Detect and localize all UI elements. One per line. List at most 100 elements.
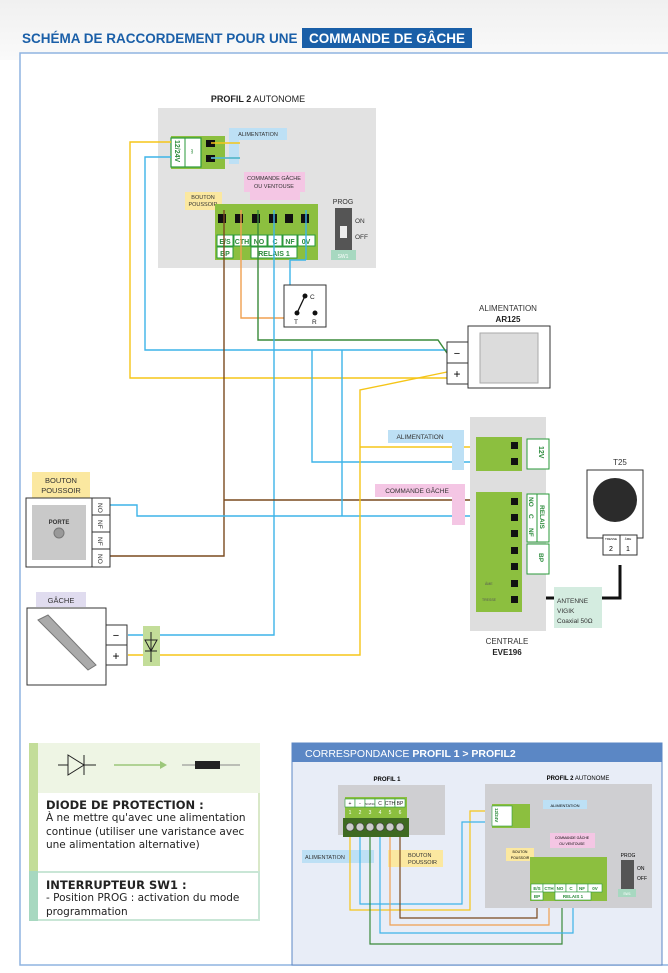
page-title: SCHÉMA DE RACCORDEMENT POUR UNE COMMANDE…: [22, 28, 472, 48]
svg-text:E/S: E/S: [533, 886, 540, 891]
svg-text:BOUTON: BOUTON: [408, 853, 431, 859]
svg-text:BP: BP: [534, 894, 540, 899]
svg-text:ALIMENTATION: ALIMENTATION: [551, 803, 580, 808]
svg-text:OFF: OFF: [355, 234, 368, 241]
svg-text:SW1: SW1: [623, 892, 631, 896]
svg-text:5: 5: [389, 810, 392, 816]
svg-text:BOUTON: BOUTON: [191, 195, 214, 201]
svg-text:BP: BP: [220, 251, 230, 258]
diode-icon: [144, 632, 158, 662]
svg-text:T: T: [294, 319, 298, 326]
svg-text:R: R: [312, 319, 317, 326]
svg-text:1: 1: [626, 546, 630, 553]
svg-text:⎓: ⎓: [188, 149, 194, 154]
svg-text:NO: NO: [254, 239, 265, 246]
svg-text:2: 2: [359, 810, 362, 816]
wires: [110, 141, 622, 656]
svg-text:C: C: [569, 886, 573, 891]
diode-note: DIODE DE PROTECTION : À ne mettre qu'ave…: [38, 793, 260, 875]
svg-text:VIGIK: VIGIK: [557, 608, 575, 615]
svg-text:ON: ON: [637, 866, 645, 872]
svg-text:12/24V: 12/24V: [173, 140, 180, 163]
svg-text:COMMANDE GÂCHE: COMMANDE GÂCHE: [385, 486, 449, 495]
svg-text:PROFIL 1: PROFIL 1: [374, 777, 402, 783]
diode-component-icon: [195, 761, 220, 769]
svg-text:CTH: CTH: [385, 801, 396, 807]
sw1-note-text: - Position PROG : activation du mode pro…: [46, 892, 240, 918]
svg-text:TRESSE: TRESSE: [605, 537, 617, 541]
correspondance-panel: CORRESPONDANCE PROFIL 1 > PROFIL2 PROFIL…: [291, 742, 663, 966]
svg-text:C: C: [527, 514, 534, 519]
svg-text:NO: NO: [527, 497, 534, 507]
svg-text:ALIMENTATION: ALIMENTATION: [305, 855, 345, 861]
svg-text:POUSSOIR: POUSSOIR: [188, 202, 217, 208]
svg-text:EVE196: EVE196: [492, 648, 522, 657]
svg-text:GÂCHE: GÂCHE: [48, 596, 75, 605]
svg-text:NO: NO: [96, 503, 103, 513]
arrow-right-icon: [160, 761, 167, 769]
diode-note-text: À ne mettre qu'avec une alimentation con…: [46, 812, 246, 851]
svg-text:POUSSOIR: POUSSOIR: [41, 486, 81, 495]
svg-text:ANTENNE: ANTENNE: [557, 598, 589, 605]
svg-text:BOUTON: BOUTON: [513, 850, 528, 854]
svg-text:E/S: E/S: [219, 239, 231, 246]
profil2-module: PROFIL 2 AUTONOME ALIMENTATION 12/24V ⎓ …: [158, 94, 376, 268]
svg-text:Coaxial 50Ω: Coaxial 50Ω: [557, 618, 593, 625]
svg-text:PROFIL 2 AUTONOME: PROFIL 2 AUTONOME: [211, 94, 305, 104]
svg-text:ALIMENTATION: ALIMENTATION: [396, 434, 443, 441]
svg-text:NF: NF: [285, 239, 295, 246]
power-supply-image: [479, 332, 539, 384]
svg-text:ALIMENTATION: ALIMENTATION: [479, 304, 537, 313]
svg-text:0V: 0V: [592, 886, 598, 891]
diode-symbol-icon: [58, 754, 96, 776]
svg-text:NO: NO: [96, 554, 103, 564]
t25-antenna: T25 TRESSE ÂME 2 1 ANTENNE VIGIK Coaxial…: [554, 458, 644, 628]
svg-text:OU VENTOUSE: OU VENTOUSE: [254, 184, 294, 190]
svg-text:-: -: [359, 801, 361, 807]
svg-text:+: +: [112, 649, 119, 663]
svg-text:CORRESPONDANCE PROFIL 1 > PROF: CORRESPONDANCE PROFIL 1 > PROFIL2: [305, 748, 516, 760]
svg-text:+: +: [453, 367, 460, 381]
svg-text:RELAIS 1: RELAIS 1: [563, 894, 584, 899]
svg-text:ÂME: ÂME: [485, 582, 493, 586]
svg-text:CTH: CTH: [544, 886, 553, 891]
strike-image: [37, 614, 97, 671]
svg-text:BP: BP: [397, 801, 404, 807]
svg-text:OFF: OFF: [637, 876, 647, 882]
svg-text:C: C: [272, 239, 277, 246]
svg-text:ON: ON: [355, 218, 365, 225]
svg-text:OU VENTOUSE: OU VENTOUSE: [559, 842, 585, 846]
svg-text:COMMANDE GÂCHE: COMMANDE GÂCHE: [555, 836, 590, 840]
svg-text:BP: BP: [537, 553, 544, 563]
t25-reader-icon: [593, 478, 637, 522]
svg-text:CENTRALE: CENTRALE: [486, 637, 529, 646]
svg-text:COMMANDE GÂCHE: COMMANDE GÂCHE: [247, 175, 301, 182]
title-highlight: COMMANDE DE GÂCHE: [309, 31, 465, 46]
svg-text:PROG: PROG: [333, 199, 354, 206]
ar125-power-supply: ALIMENTATION AR125 − +: [446, 304, 551, 389]
svg-text:ALIMENTATION: ALIMENTATION: [238, 132, 278, 138]
svg-text:SW1: SW1: [338, 254, 349, 260]
svg-text:6: 6: [399, 810, 402, 816]
svg-text:4: 4: [379, 810, 382, 816]
svg-text:RELAIS: RELAIS: [538, 505, 545, 530]
svg-text:3: 3: [369, 810, 372, 816]
svg-text:12V: 12V: [537, 446, 544, 459]
svg-text:NF: NF: [527, 528, 534, 537]
bouton-poussoir: BOUTON POUSSOIR PORTE NO NF NF NO: [25, 472, 111, 568]
svg-text:AR125: AR125: [496, 315, 521, 324]
title-prefix: SCHÉMA DE RACCORDEMENT POUR UNE: [22, 31, 298, 46]
svg-text:POUSSOIR: POUSSOIR: [511, 856, 530, 860]
svg-text:NO/NC: NO/NC: [365, 802, 376, 806]
svg-text:PROG: PROG: [621, 853, 636, 859]
svg-text:−: −: [113, 630, 119, 642]
svg-text:TRESSE: TRESSE: [482, 598, 497, 602]
svg-text:BOUTON: BOUTON: [45, 476, 77, 485]
svg-text:C: C: [310, 294, 315, 301]
sw1-note-title: INTERRUPTEUR SW1 :: [46, 878, 187, 892]
diode-note-title: DIODE DE PROTECTION :: [46, 798, 204, 812]
gache-strike: GÂCHE − +: [26, 592, 160, 686]
svg-text:CTH: CTH: [235, 239, 249, 246]
svg-text:T25: T25: [613, 458, 627, 467]
